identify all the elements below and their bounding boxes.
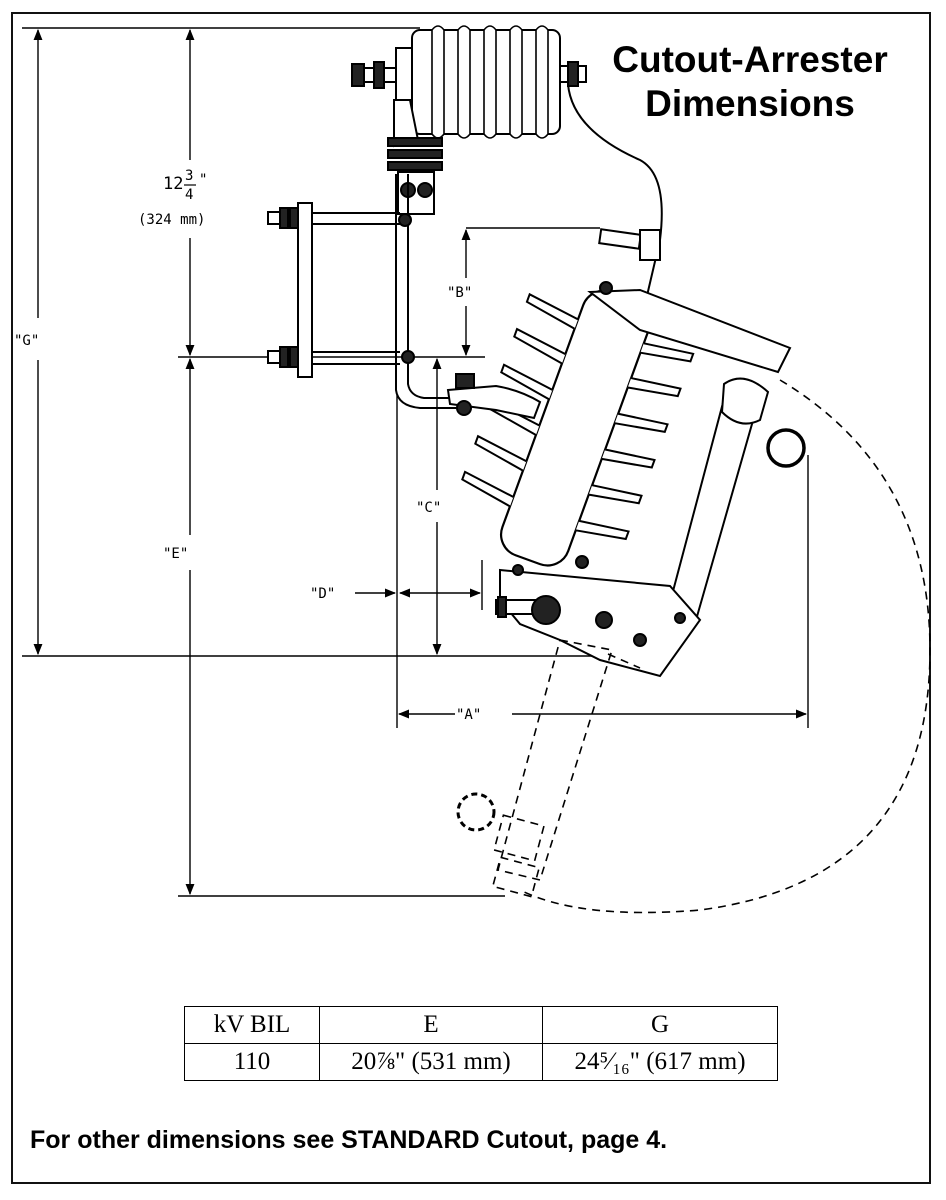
label-top-den: 4 bbox=[185, 187, 193, 203]
page-title: Cutout-Arrester Dimensions bbox=[560, 38, 940, 126]
label-a: "A" bbox=[456, 707, 481, 723]
table-cell: 110 bbox=[184, 1043, 320, 1081]
label-top-metric: (324 mm) bbox=[138, 212, 205, 228]
label-top-inch: " bbox=[199, 172, 207, 188]
table-cell: 24⁵⁄₁₆" (617 mm) bbox=[542, 1043, 778, 1081]
label-e: "E" bbox=[163, 546, 188, 562]
table-header-cell: kV BIL bbox=[184, 1006, 320, 1044]
pull-ring-open bbox=[456, 792, 496, 832]
label-g: "G" bbox=[14, 333, 39, 349]
pull-ring-closed bbox=[766, 428, 806, 468]
title-line-2: Dimensions bbox=[645, 83, 855, 124]
dimension-table: kV BIL E G 110 20⅞" (531 mm) 24⁵⁄₁₆" (61… bbox=[184, 1006, 778, 1081]
table-header-row: kV BIL E G bbox=[184, 1006, 778, 1044]
table-row: 110 20⅞" (531 mm) 24⁵⁄₁₆" (617 mm) bbox=[184, 1043, 778, 1081]
arrester-lead bbox=[567, 83, 663, 320]
cutout-insulator bbox=[461, 289, 695, 567]
open-position-outline bbox=[456, 379, 931, 914]
table-header-cell: E bbox=[319, 1006, 543, 1044]
label-top-num: 3 bbox=[185, 168, 193, 184]
arrester bbox=[351, 25, 587, 215]
bottom-hardware bbox=[446, 373, 702, 678]
title-line-1: Cutout-Arrester bbox=[612, 39, 888, 80]
footnote: For other dimensions see STANDARD Cutout… bbox=[30, 1126, 668, 1154]
table-header-cell: G bbox=[542, 1006, 778, 1044]
page-frame bbox=[11, 12, 931, 1184]
table-cell: 20⅞" (531 mm) bbox=[319, 1043, 543, 1081]
fuse-tube bbox=[666, 377, 806, 622]
top-contact bbox=[587, 228, 792, 374]
label-top-whole: 12 bbox=[163, 174, 183, 194]
label-d: "D" bbox=[310, 586, 335, 602]
bracket-plate bbox=[297, 202, 313, 378]
mounting-bracket bbox=[267, 174, 470, 409]
label-c: "C" bbox=[416, 500, 441, 516]
label-b: "B" bbox=[447, 285, 472, 301]
